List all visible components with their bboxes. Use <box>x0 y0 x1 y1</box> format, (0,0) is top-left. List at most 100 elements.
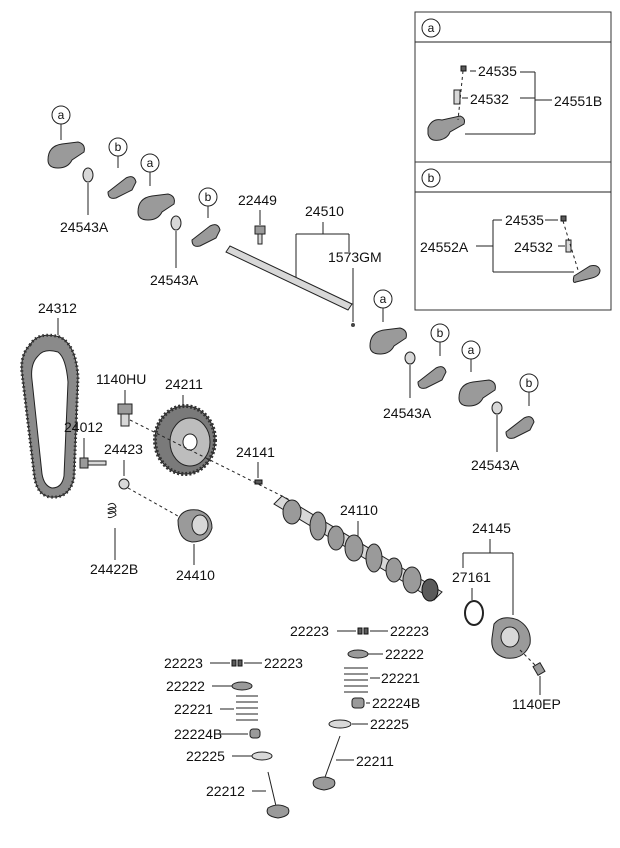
ring-icon <box>82 167 94 183</box>
label-24532-a: 24532 <box>470 91 509 107</box>
rocker-arm-icon <box>191 224 221 247</box>
nut-icon <box>460 65 467 72</box>
rocker-arm-icon <box>369 327 407 355</box>
timing-belt: 24312 <box>20 300 80 499</box>
cam-housing: 24145 27161 1140EP <box>452 520 561 712</box>
label-22211: 22211 <box>356 753 394 769</box>
label-22223-r2: 22223 <box>390 623 429 639</box>
right-rocker-group: a b a b 24543A 24543A <box>369 289 539 473</box>
bolt-shank-icon <box>257 233 263 245</box>
detail-box-a: a 24535 24532 24551B <box>414 11 612 163</box>
seal-icon <box>351 697 365 709</box>
label-24543A-1: 24543A <box>60 219 109 235</box>
label-22221-l: 22221 <box>174 701 213 717</box>
spring-seat-icon <box>328 719 352 729</box>
callout-a-4: a <box>461 340 481 372</box>
label-24145: 24145 <box>472 520 511 536</box>
callout-b-2: b <box>198 187 218 218</box>
label-24141: 24141 <box>236 444 275 460</box>
stud-shank-icon <box>87 460 107 466</box>
callout-a-2: a <box>140 153 160 186</box>
key-icon <box>254 479 263 485</box>
upper-rocker-group: a b a b 24543A 24543A <box>47 105 221 288</box>
valve-stem-icon <box>323 735 341 781</box>
label-22212: 22212 <box>206 783 245 799</box>
label-24535-a: 24535 <box>478 63 517 79</box>
valve-train-right: 22223 22223 22222 22221 22224B 22225 222… <box>290 623 429 791</box>
camshaft: 24110 <box>273 495 443 602</box>
valve-train-left: 22223 22223 22222 22221 22224B 22225 222… <box>164 655 303 819</box>
svg-text:a: a <box>380 292 387 306</box>
nut-icon <box>560 215 567 222</box>
label-22225-r: 22225 <box>370 716 409 732</box>
ring-icon <box>170 215 182 231</box>
ring-icon <box>404 351 416 365</box>
label-22224B-l: 22224B <box>174 726 222 742</box>
plug-icon <box>351 323 355 327</box>
rocker-arm-icon <box>427 115 465 141</box>
retainer-icon <box>347 649 369 659</box>
label-24510: 24510 <box>305 203 344 219</box>
label-22221-r: 22221 <box>381 670 420 686</box>
label-24211: 24211 <box>165 376 203 392</box>
bolt-head-icon <box>254 225 266 235</box>
svg-text:b: b <box>437 326 444 340</box>
label-24423: 24423 <box>104 441 143 457</box>
rocker-arm-icon <box>417 366 447 389</box>
rocker-shaft: 24510 1573GM <box>225 203 382 327</box>
label-22222-l: 22222 <box>166 678 205 694</box>
valve-head-icon <box>266 804 290 819</box>
callout-a-3: a <box>373 289 393 322</box>
spring-icon <box>107 502 117 519</box>
oring-icon <box>464 600 484 626</box>
svg-text:a: a <box>147 156 154 170</box>
detail-b-callout <box>421 168 441 188</box>
detail-b-title: b <box>428 171 435 185</box>
label-24012: 24012 <box>64 419 103 435</box>
label-24312: 24312 <box>38 300 77 316</box>
label-24410: 24410 <box>176 567 215 583</box>
shaft-icon <box>225 245 353 311</box>
callout-a-1: a <box>51 105 71 140</box>
svg-text:a: a <box>468 343 475 357</box>
sprocket-assembly: 1140HU 24211 24012 24423 24141 24422B 24… <box>64 371 291 583</box>
label-27161: 27161 <box>452 569 491 585</box>
label-22223-l1: 22223 <box>164 655 203 671</box>
rocker-arm-icon <box>47 141 85 169</box>
label-24110: 24110 <box>340 502 378 518</box>
callout-b-1: b <box>108 137 128 168</box>
callout-b-3: b <box>430 323 450 356</box>
label-24532-b: 24532 <box>514 239 553 255</box>
detail-a-title: a <box>428 21 435 35</box>
label-24551B: 24551B <box>554 93 602 109</box>
svg-text:a: a <box>58 108 65 122</box>
rocker-arm-icon <box>505 416 535 439</box>
label-22449: 22449 <box>238 192 277 208</box>
label-24535-b: 24535 <box>505 212 544 228</box>
screw-icon <box>453 89 461 105</box>
seal-icon <box>249 728 261 739</box>
bolt-shank-icon <box>120 413 130 427</box>
detail-a-callout <box>421 18 441 38</box>
svg-text:b: b <box>526 376 533 390</box>
label-22223-r1: 22223 <box>290 623 329 639</box>
retainer-icon <box>231 681 253 691</box>
bolt-22449: 22449 <box>238 192 277 245</box>
label-1573GM: 1573GM <box>328 249 382 265</box>
ring-icon <box>491 401 503 415</box>
detail-box-b: b 24535 24552A 24532 <box>414 161 612 311</box>
rocker-arm-icon <box>137 193 175 221</box>
svg-text:b: b <box>115 140 122 154</box>
bolt-icon <box>532 661 546 677</box>
label-22222-r: 22222 <box>385 646 424 662</box>
label-24543A-2: 24543A <box>150 272 199 288</box>
rocker-arm-icon <box>458 379 496 407</box>
callout-b-4: b <box>519 373 539 406</box>
spring-icon <box>344 667 368 693</box>
rocker-arm-icon <box>572 265 601 283</box>
label-24543A-4: 24543A <box>471 457 520 473</box>
valve-head-icon <box>312 776 336 791</box>
spring-seat-icon <box>251 751 273 761</box>
label-22225-l: 22225 <box>186 748 225 764</box>
